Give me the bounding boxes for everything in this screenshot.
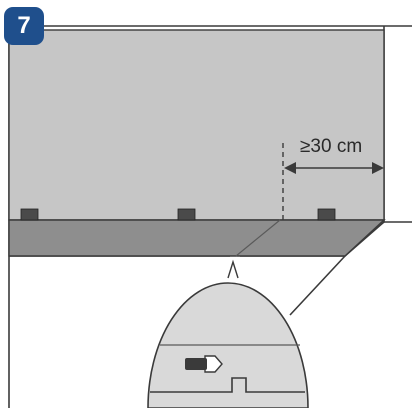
spacer-blocks xyxy=(20,208,336,221)
step-number-badge: 7 xyxy=(4,7,44,45)
spacer-block xyxy=(177,208,196,221)
dimension-label: ≥30 cm xyxy=(300,136,362,157)
board-joint-line xyxy=(235,219,281,257)
callout-pointer xyxy=(227,259,239,279)
detail-leader-line xyxy=(289,255,346,316)
floor-strip xyxy=(8,219,386,257)
back-wall-panel xyxy=(8,29,385,221)
spacer-block xyxy=(317,208,336,221)
tongue-groove-joint xyxy=(150,377,305,393)
spacer-block xyxy=(20,208,39,221)
dimension-arrow xyxy=(284,162,384,174)
spacer-wedge-icon xyxy=(185,358,207,370)
detail-callout xyxy=(147,259,309,409)
